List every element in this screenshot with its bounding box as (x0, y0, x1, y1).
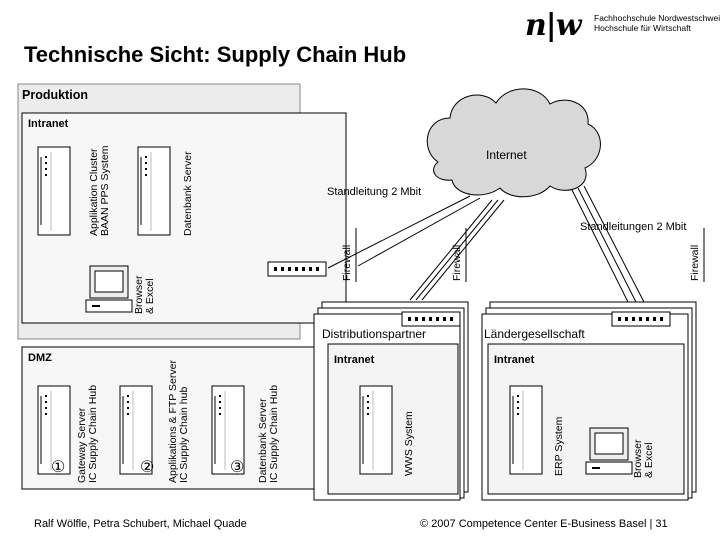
server-applikation-cluster (37, 146, 71, 236)
switch-dist (401, 311, 461, 327)
applikation-cluster-label: Applikation Cluster BAAN PPS System (88, 145, 111, 236)
db-hub-label: Datenbank Server IC Supply Chain Hub (257, 384, 280, 483)
wws-system-label: WWS System (403, 411, 415, 476)
dmz-zone (21, 346, 319, 490)
logo-text: Fachhochschule Nordwestschweiz Hochschul… (594, 13, 720, 33)
internet-cloud (426, 88, 601, 198)
zone-laendergesellschaft-label: Ländergesellschaft (484, 327, 585, 341)
zone-internet-label: Internet (486, 148, 527, 162)
erp-system-label: ERP System (553, 416, 565, 476)
browser-excel-land-label: Browser & Excel (632, 439, 655, 478)
number-2-badge: ② (140, 459, 155, 476)
zone-produktion-label: Produktion (22, 88, 88, 102)
firewall-1-label: Firewall (341, 244, 353, 281)
zone-dmz-label: DMZ (28, 352, 52, 364)
browser-excel-land-line-2: & Excel (643, 442, 655, 478)
number-3-badge: ③ (230, 459, 245, 476)
intranet-prod-zone (21, 112, 347, 324)
page-title: Technische Sicht: Supply Chain Hub (24, 42, 407, 67)
standleitungen-label: Standleitungen 2 Mbit (580, 221, 687, 233)
pc-browser-land (585, 427, 633, 475)
firewall-2-label: Firewall (451, 244, 463, 281)
standleitung-label: Standleitung 2 Mbit (327, 186, 422, 198)
gateway-line-2: IC Supply Chain Hub (87, 384, 99, 483)
firewall-3-label: Firewall (689, 244, 701, 281)
server-erp (509, 385, 543, 475)
zone-intranet-prod-label: Intranet (28, 118, 69, 130)
server-wws (359, 385, 393, 475)
footer-copyright: © 2007 Competence Center E-Business Base… (420, 518, 668, 530)
logo-mark: n|w (525, 8, 582, 43)
applikations-ftp-line-2: IC Supply Chain hub (178, 386, 190, 483)
connection-lines (327, 185, 645, 303)
applikation-cluster-line-2: BAAN PPS System (99, 145, 111, 236)
server-datenbank (137, 146, 171, 236)
browser-excel-prod-label: Browser & Excel (133, 275, 156, 314)
zone-distributionspartner-label: Distributionspartner (322, 327, 427, 341)
switch-land (611, 311, 671, 327)
gateway-server-label: Gateway Server IC Supply Chain Hub (76, 384, 99, 483)
zone-intranet-dist-label: Intranet (334, 354, 375, 366)
pc-browser-prod (85, 265, 133, 313)
number-1-badge: ① (51, 459, 66, 476)
logo-line-1: Fachhochschule Nordwestschweiz (594, 13, 720, 23)
browser-excel-prod-line-2: & Excel (144, 278, 156, 314)
logo-line-2: Hochschule für Wirtschaft (594, 23, 691, 33)
switch-prod (267, 261, 327, 277)
applikations-ftp-label: Applikations & FTP Server IC Supply Chai… (167, 360, 190, 483)
zone-intranet-land-label: Intranet (494, 354, 535, 366)
footer-authors: Ralf Wölfle, Petra Schubert, Michael Qua… (34, 518, 247, 530)
db-hub-line-2: IC Supply Chain Hub (268, 384, 280, 483)
datenbank-server-label: Datenbank Server (182, 151, 194, 236)
